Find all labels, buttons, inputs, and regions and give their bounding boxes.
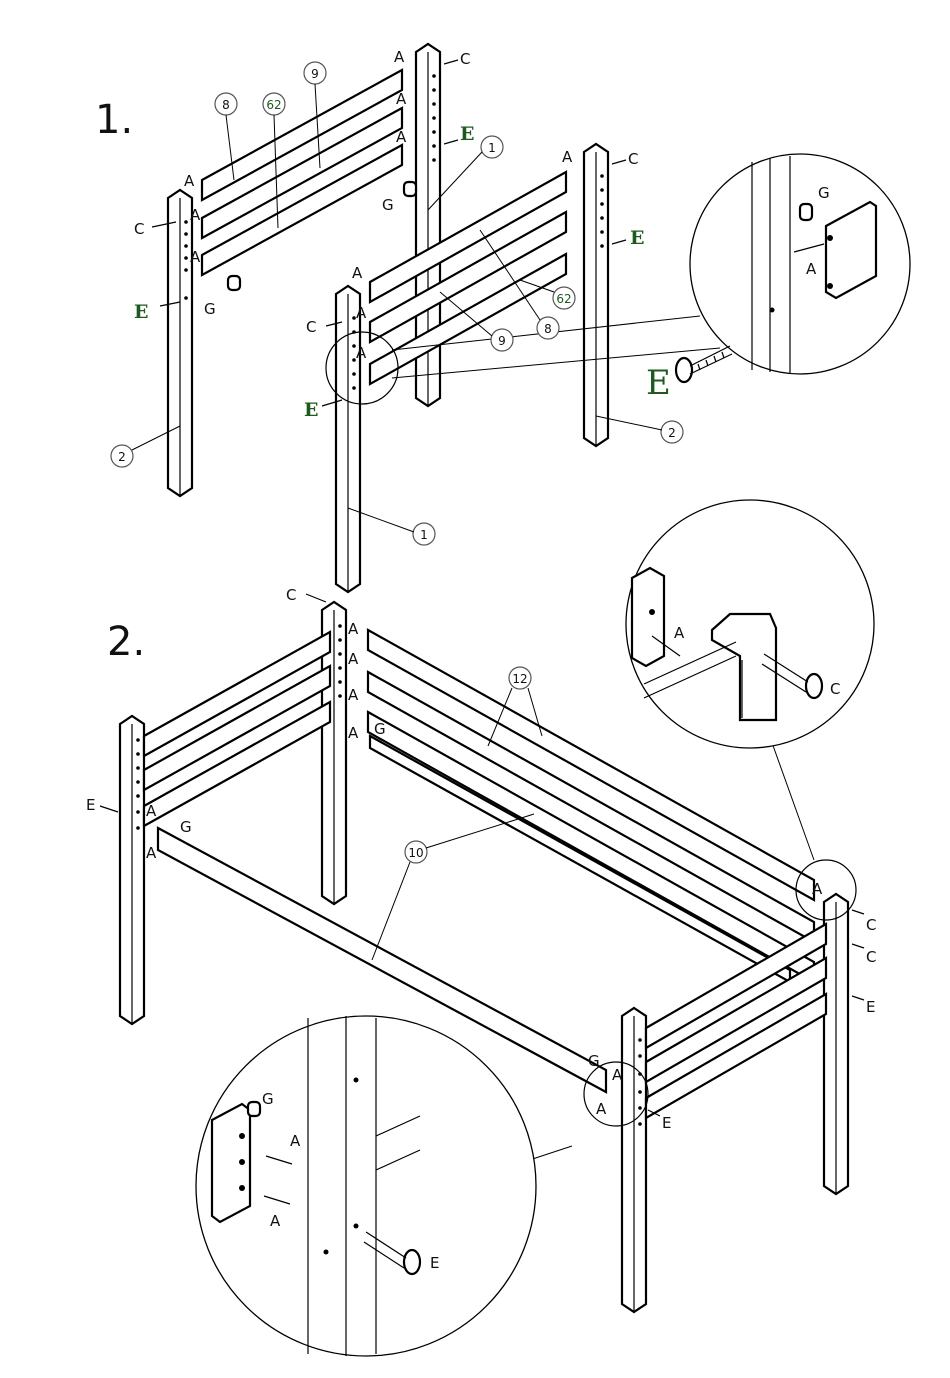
label-g: G bbox=[588, 1052, 600, 1070]
label-c: C bbox=[628, 150, 638, 168]
label-a: A bbox=[812, 880, 823, 898]
label-a: A bbox=[190, 248, 201, 266]
zoom-detail-step1 bbox=[676, 154, 910, 382]
label-a: A bbox=[348, 724, 359, 742]
label-c: C bbox=[866, 916, 876, 934]
label-e: E bbox=[460, 123, 474, 145]
label-e: E bbox=[630, 227, 644, 249]
label-a: A bbox=[394, 48, 405, 66]
label-g: G bbox=[374, 720, 386, 738]
label-c: C bbox=[460, 50, 470, 68]
label-e-zoom: E bbox=[646, 363, 671, 403]
zoom-detail-step2-top bbox=[626, 500, 874, 748]
label-e: E bbox=[430, 1254, 439, 1272]
ledger-10-back bbox=[370, 736, 790, 982]
label-a: A bbox=[674, 624, 685, 642]
label-a: A bbox=[190, 206, 201, 224]
label-a: A bbox=[352, 264, 363, 282]
callout-2-left: 2 bbox=[118, 450, 126, 464]
label-a: A bbox=[146, 844, 157, 862]
step-2-number: 2. bbox=[107, 619, 145, 665]
label-e: E bbox=[662, 1114, 671, 1132]
label-a: A bbox=[290, 1132, 301, 1150]
zoom-top-rail-end bbox=[632, 568, 664, 666]
label-a: A bbox=[184, 172, 195, 190]
label-a: A bbox=[396, 128, 407, 146]
label-a: A bbox=[348, 686, 359, 704]
callout-62-right: 62 bbox=[556, 292, 571, 306]
label-a: A bbox=[562, 148, 573, 166]
label-e: E bbox=[866, 998, 875, 1016]
label-a: A bbox=[596, 1100, 607, 1118]
callout-1-top: 1 bbox=[488, 141, 496, 155]
callout-9-right: 9 bbox=[498, 334, 506, 348]
label-a: A bbox=[396, 90, 407, 108]
label-e: E bbox=[304, 399, 318, 421]
callout-2-right: 2 bbox=[668, 426, 676, 440]
zoom-detail-step2-bottom bbox=[196, 1016, 536, 1356]
zoom-cam-g-bottom bbox=[248, 1102, 260, 1116]
label-g: G bbox=[382, 196, 394, 214]
label-g: G bbox=[818, 184, 830, 202]
label-a: A bbox=[356, 304, 367, 322]
label-c: C bbox=[866, 948, 876, 966]
label-a: A bbox=[356, 344, 367, 362]
label-c: C bbox=[830, 680, 840, 698]
callout-62-left: 62 bbox=[266, 98, 281, 112]
label-a: A bbox=[348, 620, 359, 638]
label-e: E bbox=[86, 796, 95, 814]
label-g: G bbox=[204, 300, 216, 318]
step-1-number: 1. bbox=[95, 97, 133, 143]
label-a: A bbox=[146, 802, 157, 820]
callout-10: 10 bbox=[408, 846, 423, 860]
label-a: A bbox=[348, 650, 359, 668]
zoom-cam-g bbox=[800, 204, 812, 220]
cam-g-left bbox=[228, 276, 240, 290]
label-c: C bbox=[134, 220, 144, 238]
label-a: A bbox=[270, 1212, 281, 1230]
label-g: G bbox=[262, 1090, 274, 1108]
label-c: C bbox=[306, 318, 316, 336]
callout-8-left: 8 bbox=[222, 98, 230, 112]
cam-g-left-2 bbox=[404, 182, 416, 196]
label-a: A bbox=[806, 260, 817, 278]
label-c: C bbox=[286, 586, 296, 604]
label-g: G bbox=[180, 818, 192, 836]
callout-1-bottom: 1 bbox=[420, 528, 428, 542]
callout-12: 12 bbox=[512, 672, 527, 686]
label-e: E bbox=[134, 301, 148, 323]
label-a: A bbox=[612, 1066, 623, 1084]
callout-8-right: 8 bbox=[544, 322, 552, 336]
callout-9-left: 9 bbox=[311, 67, 319, 81]
